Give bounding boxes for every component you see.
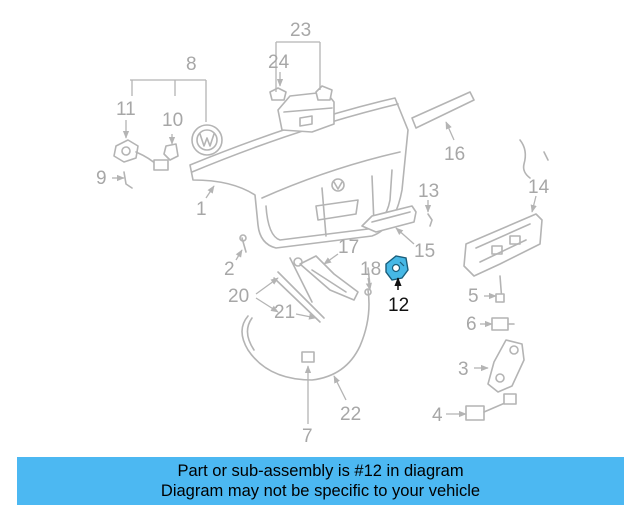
- pin-part-2: [239, 234, 247, 253]
- callout-10: 10: [162, 110, 183, 131]
- hinge-part-3: [487, 339, 525, 393]
- callout-6: 6: [466, 314, 477, 335]
- callout-15: 15: [414, 241, 435, 262]
- callout-12: 12: [388, 295, 409, 316]
- callout-17: 17: [338, 237, 359, 258]
- callout-2: 2: [224, 259, 235, 280]
- callout-8: 8: [186, 54, 197, 75]
- wire-clip-part: [123, 171, 133, 189]
- callout-22: 22: [340, 404, 361, 425]
- bushing-part-6: [491, 317, 515, 331]
- callout-11: 11: [116, 99, 136, 120]
- cable-part-14: [519, 139, 549, 179]
- bulb-holder-part: [163, 143, 179, 161]
- info-banner: Part or sub-assembly is #12 in diagram D…: [17, 457, 624, 505]
- switch-part-4: [465, 393, 517, 421]
- callout-16: 16: [444, 144, 465, 165]
- callout-9: 9: [96, 168, 107, 189]
- callout-3: 3: [458, 359, 469, 380]
- callout-14: 14: [528, 177, 550, 198]
- callout-24: 24: [268, 52, 290, 73]
- callout-1: 1: [196, 199, 207, 220]
- latch-bracket-part: [361, 205, 417, 233]
- trim-strip-part: [411, 91, 475, 129]
- rod-part-5: [495, 275, 505, 303]
- callout-5: 5: [468, 286, 479, 307]
- release-cable-part: [241, 288, 372, 381]
- callout-20: 20: [228, 286, 249, 307]
- emblem-part: [191, 124, 223, 156]
- clip-part-13: [427, 213, 433, 227]
- parts-diagram: 23 24 8 11 10 9 1 2 16 13 14 15 17 18 20…: [96, 20, 550, 447]
- striker-plate-part: [463, 213, 543, 277]
- callout-18: 18: [360, 259, 381, 280]
- callout-7: 7: [302, 426, 313, 447]
- lock-cylinder-part: [113, 139, 169, 171]
- highlighted-part-12: [385, 255, 409, 281]
- callout-13: 13: [418, 181, 439, 202]
- callout-23: 23: [290, 20, 311, 41]
- banner-line-1: Part or sub-assembly is #12 in diagram: [177, 462, 464, 480]
- banner-line-2: Diagram may not be specific to your vehi…: [160, 482, 481, 500]
- leader-lines: [112, 41, 537, 424]
- callout-4: 4: [432, 405, 443, 426]
- lid-support-part: [289, 255, 359, 303]
- callout-21: 21: [274, 302, 295, 323]
- handle-assembly-part: [269, 85, 335, 133]
- lock-part-7: [301, 351, 315, 363]
